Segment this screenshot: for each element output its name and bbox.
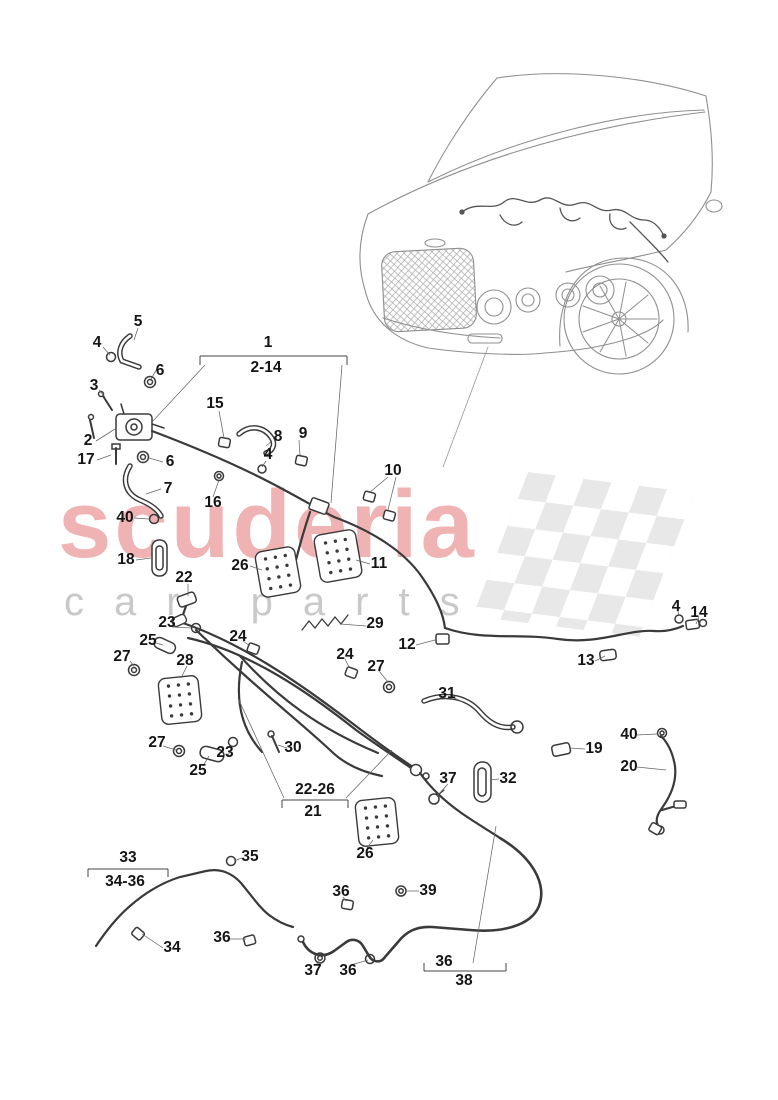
side-mirror: [705, 199, 723, 213]
car-illustration: [359, 73, 723, 468]
wheel-spokes: [582, 281, 658, 357]
vacuum-valve-assembly: [87, 333, 168, 577]
rubber-hoses: [236, 425, 543, 963]
engine-harness: [459, 197, 669, 263]
group-brackets: [87, 355, 507, 972]
headlights: [476, 275, 615, 325]
car-to-diagram-leader: [442, 346, 489, 468]
leader-lines: [95, 327, 700, 966]
bentley-badge: [424, 238, 446, 248]
parts-drawing: [87, 333, 708, 965]
pipe-bundle: [171, 613, 430, 780]
grille: [381, 247, 477, 333]
perforated-plates: [157, 529, 400, 847]
checkered-flag-watermark: [472, 472, 695, 637]
clips-and-fittings: [127, 436, 708, 965]
